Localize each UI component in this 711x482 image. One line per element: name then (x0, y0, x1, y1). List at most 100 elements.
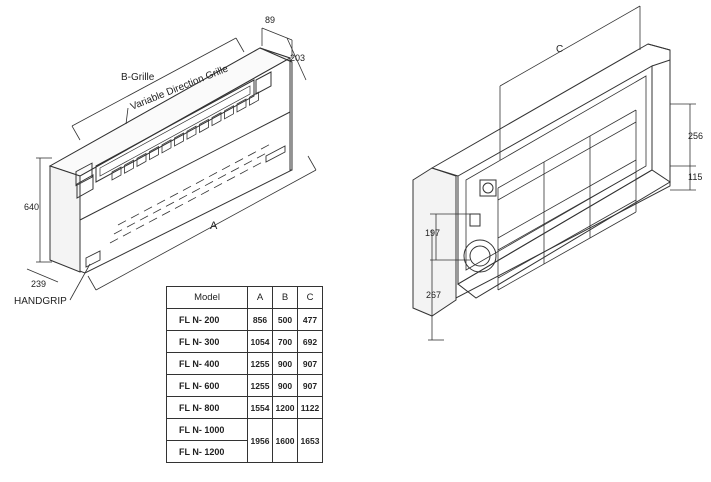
cell-model: FL N- 200 (166, 308, 248, 331)
cell-a: 1255 (247, 352, 273, 375)
coil-rail (497, 159, 637, 239)
cell-a: 1255 (247, 374, 273, 397)
cell-c: 907 (297, 352, 323, 375)
left-unit-dimension-lines (26, 27, 317, 301)
louver-blade (174, 132, 184, 147)
louver-blade (136, 152, 147, 168)
air-slot (130, 213, 140, 219)
side-vent (265, 145, 286, 163)
cell-a-merged: 1956 (247, 418, 273, 463)
cell-a: 1554 (247, 396, 273, 419)
air-slot (204, 181, 214, 187)
coil-rail (497, 199, 637, 279)
cell-b-merged: 1600 (272, 418, 298, 463)
right-unit-drawing (412, 43, 671, 317)
air-slot (161, 210, 171, 216)
louver-blade (161, 139, 172, 154)
dimension-89-label: 89 (265, 15, 275, 25)
air-slot (191, 187, 201, 193)
header-a: A (247, 286, 273, 309)
cell-b: 700 (272, 330, 298, 353)
cell-c-merged: 1653 (297, 418, 323, 463)
coil-rail (497, 121, 637, 201)
dimension-640-label: 640 (24, 202, 39, 212)
air-slot (230, 167, 240, 173)
coil-rail (497, 211, 637, 291)
air-slot (182, 185, 192, 191)
air-slot (148, 217, 158, 223)
return-air-slots (109, 144, 270, 244)
air-slot (109, 238, 119, 244)
cell-a: 1054 (247, 330, 273, 353)
air-slot (156, 199, 166, 205)
air-slot (187, 196, 197, 202)
louver-blade (249, 91, 259, 106)
handgrip-recess (85, 250, 101, 268)
dimension-256-label: 256 (688, 131, 703, 141)
coil-rail (497, 171, 637, 251)
dimension-a-label: A (210, 220, 218, 232)
air-slot (243, 160, 253, 166)
louver-blade (211, 111, 222, 127)
cell-c: 907 (297, 374, 323, 397)
table-row: FL N- 1000 1956 1600 1653 (166, 418, 323, 463)
cell-c: 477 (297, 308, 323, 331)
table-row: FL N- 400 1255 900 907 (166, 352, 323, 375)
header-c: C (297, 286, 323, 309)
table-header-row: Model A B C (166, 286, 323, 309)
air-slot (256, 153, 266, 159)
cell-model: FL N- 1200 (166, 440, 248, 463)
air-slot (239, 169, 249, 175)
air-slot (113, 229, 123, 235)
cell-b: 1200 (272, 396, 298, 419)
right-unit-dimension-lines (428, 5, 696, 341)
dimension-c-label: C (556, 44, 563, 55)
cell-b: 900 (272, 374, 298, 397)
air-slot (247, 151, 257, 157)
air-slot (195, 178, 205, 184)
air-slot (165, 201, 175, 207)
left-unit-drawing (48, 47, 293, 274)
table-row: FL N- 600 1255 900 907 (166, 374, 323, 397)
air-slot (122, 231, 132, 237)
cell-model: FL N- 600 (166, 374, 248, 397)
handgrip-label: HANDGRIP (14, 296, 67, 307)
air-slot (226, 176, 236, 182)
model-dimension-table: Model A B C FL N- 200 856 500 477 FL N- … (166, 286, 323, 463)
air-slot (208, 172, 218, 178)
cell-model: FL N- 400 (166, 352, 248, 375)
cell-c: 1122 (297, 396, 323, 419)
cell-c: 692 (297, 330, 323, 353)
header-b: B (272, 286, 298, 309)
header-model: Model (166, 286, 248, 309)
louver-blade (236, 98, 247, 113)
cell-model: FL N- 800 (166, 396, 248, 419)
air-slot (200, 190, 210, 196)
air-slot (135, 224, 145, 230)
variable-direction-grille-louvers (111, 91, 259, 181)
air-slot (221, 165, 231, 171)
dimension-203-label: 203 (290, 53, 305, 63)
air-slot (152, 208, 162, 214)
air-slot (213, 183, 223, 189)
cell-model: FL N- 300 (166, 330, 248, 353)
coil-assembly (497, 109, 637, 291)
cell-b: 900 (272, 352, 298, 375)
left-unit-details (85, 145, 286, 268)
air-slot (126, 222, 136, 228)
dimension-239-label: 239 (31, 279, 46, 289)
dimension-267-label: 267 (426, 290, 441, 300)
air-slot (217, 174, 227, 180)
cell-b: 500 (272, 308, 298, 331)
louver-blade (224, 105, 234, 120)
louver-blade (124, 159, 134, 174)
louver-blade (111, 166, 122, 181)
coil-rail (497, 109, 637, 189)
louver-blade (199, 118, 209, 134)
table-row: FL N- 300 1054 700 692 (166, 330, 323, 353)
cell-model: FL N- 1000 (166, 418, 248, 441)
louver-blade (186, 125, 197, 140)
air-slot (260, 144, 270, 150)
air-slot (252, 162, 262, 168)
